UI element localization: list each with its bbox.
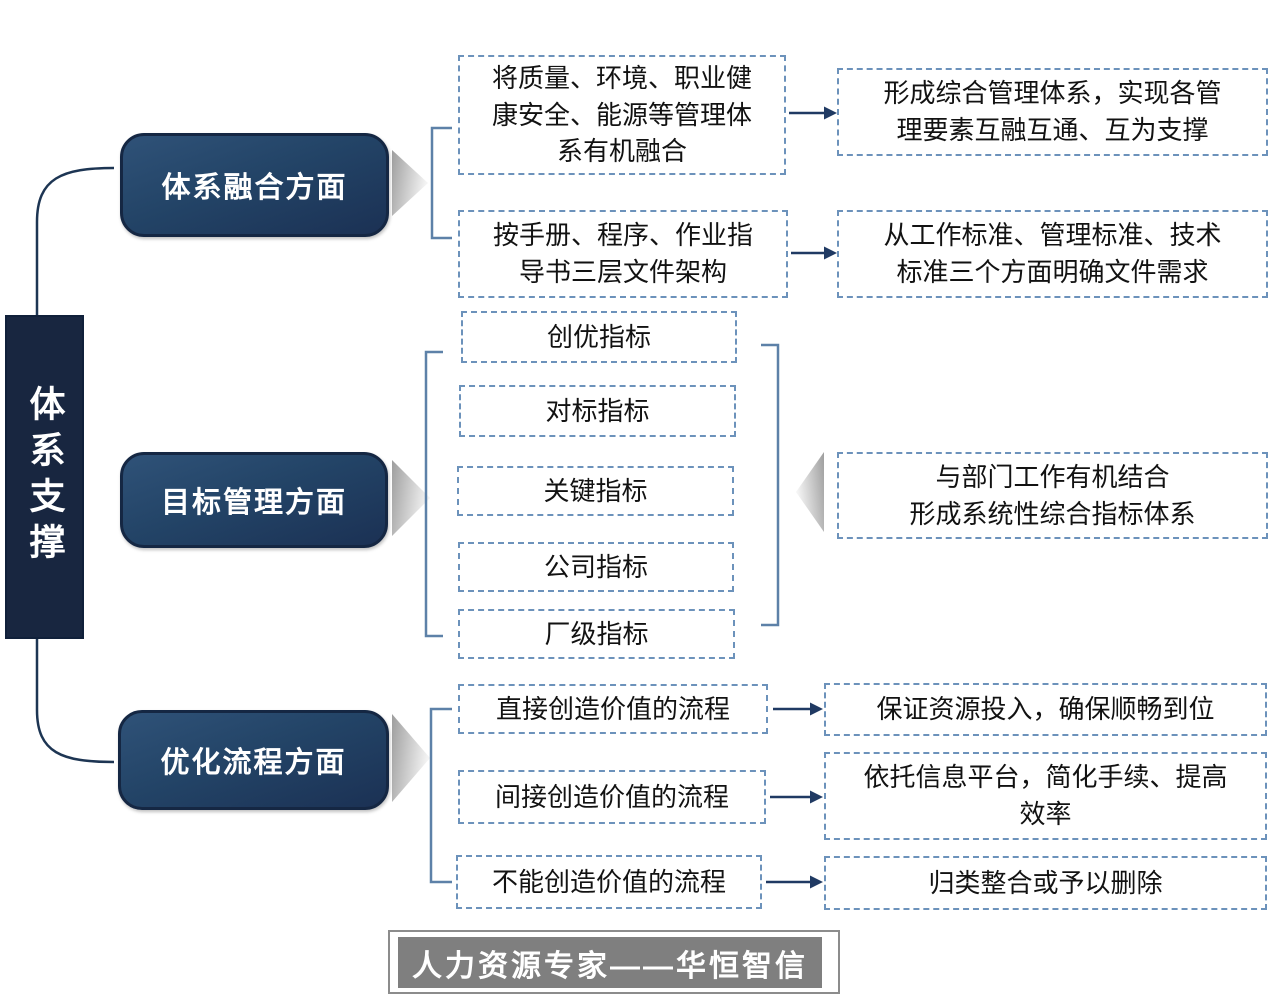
category-node-fusion: 体系融合方面 <box>120 133 389 237</box>
category-label-goal: 目标管理方面 <box>160 487 347 519</box>
fusion-effect-1: 形成综合管理体系，实现各管 理要素互融互通、互为支撑 <box>837 68 1268 156</box>
fusion-effect-2: 从工作标准、管理标准、技术 标准三个方面明确文件需求 <box>837 210 1268 298</box>
bracket-fusion <box>430 126 452 240</box>
process-effect-1: 保证资源投入，确保顺畅到位 <box>824 683 1267 736</box>
arrowhead-fusion-row2-icon <box>824 246 837 260</box>
brand-banner: 人力资源专家——华恒智信 <box>398 937 822 988</box>
bracket-process <box>429 707 452 884</box>
connector-root-to-fusion <box>35 166 115 316</box>
category-label-process: 优化流程方面 <box>160 747 347 779</box>
category-node-process: 优化流程方面 <box>118 710 389 810</box>
process-effect-2: 依托信息平台，简化手续、提高 效率 <box>824 752 1267 840</box>
category-node-goal: 目标管理方面 <box>120 452 388 548</box>
category-label-fusion: 体系融合方面 <box>161 172 348 204</box>
process-cause-2: 间接创造价值的流程 <box>458 770 766 824</box>
goal-summary: 与部门工作有机结合 形成系统性综合指标体系 <box>837 452 1268 539</box>
root-node-system-support: 体系支撑 <box>5 315 84 639</box>
arrowhead-process-row3-icon <box>810 875 823 889</box>
arrowhead-process-row1-icon <box>810 702 823 716</box>
arrowhead-fusion-row1-icon <box>824 106 837 120</box>
indicator-plant: 厂级指标 <box>458 609 735 659</box>
brand-banner-text: 人力资源专家——华恒智信 <box>412 949 808 983</box>
arrowhead-process-row2-icon <box>810 790 823 804</box>
fusion-cause-2: 按手册、程序、作业指 导书三层文件架构 <box>458 210 788 298</box>
chevron-right-goal-icon <box>392 460 430 536</box>
bracket-indicators-left <box>424 350 443 638</box>
process-cause-3: 不能创造价值的流程 <box>456 855 762 909</box>
indicator-key: 关键指标 <box>457 466 734 516</box>
indicator-benchmark: 对标指标 <box>459 385 736 437</box>
fusion-cause-1: 将质量、环境、职业健 康安全、能源等管理体 系有机融合 <box>458 55 786 175</box>
process-effect-3: 归类整合或予以删除 <box>824 856 1267 910</box>
brand-banner-frame <box>388 930 840 994</box>
chevron-right-fusion-icon <box>392 150 428 216</box>
indicator-company: 公司指标 <box>458 542 734 592</box>
indicator-excellence: 创优指标 <box>461 311 737 363</box>
process-cause-1: 直接创造价值的流程 <box>458 684 768 734</box>
bracket-indicators-right <box>761 343 780 627</box>
chevron-left-goal-summary-icon <box>796 452 824 532</box>
connector-root-to-process <box>35 634 115 764</box>
chevron-right-process-icon <box>392 714 430 802</box>
root-node-label: 体系支撑 <box>24 385 66 569</box>
